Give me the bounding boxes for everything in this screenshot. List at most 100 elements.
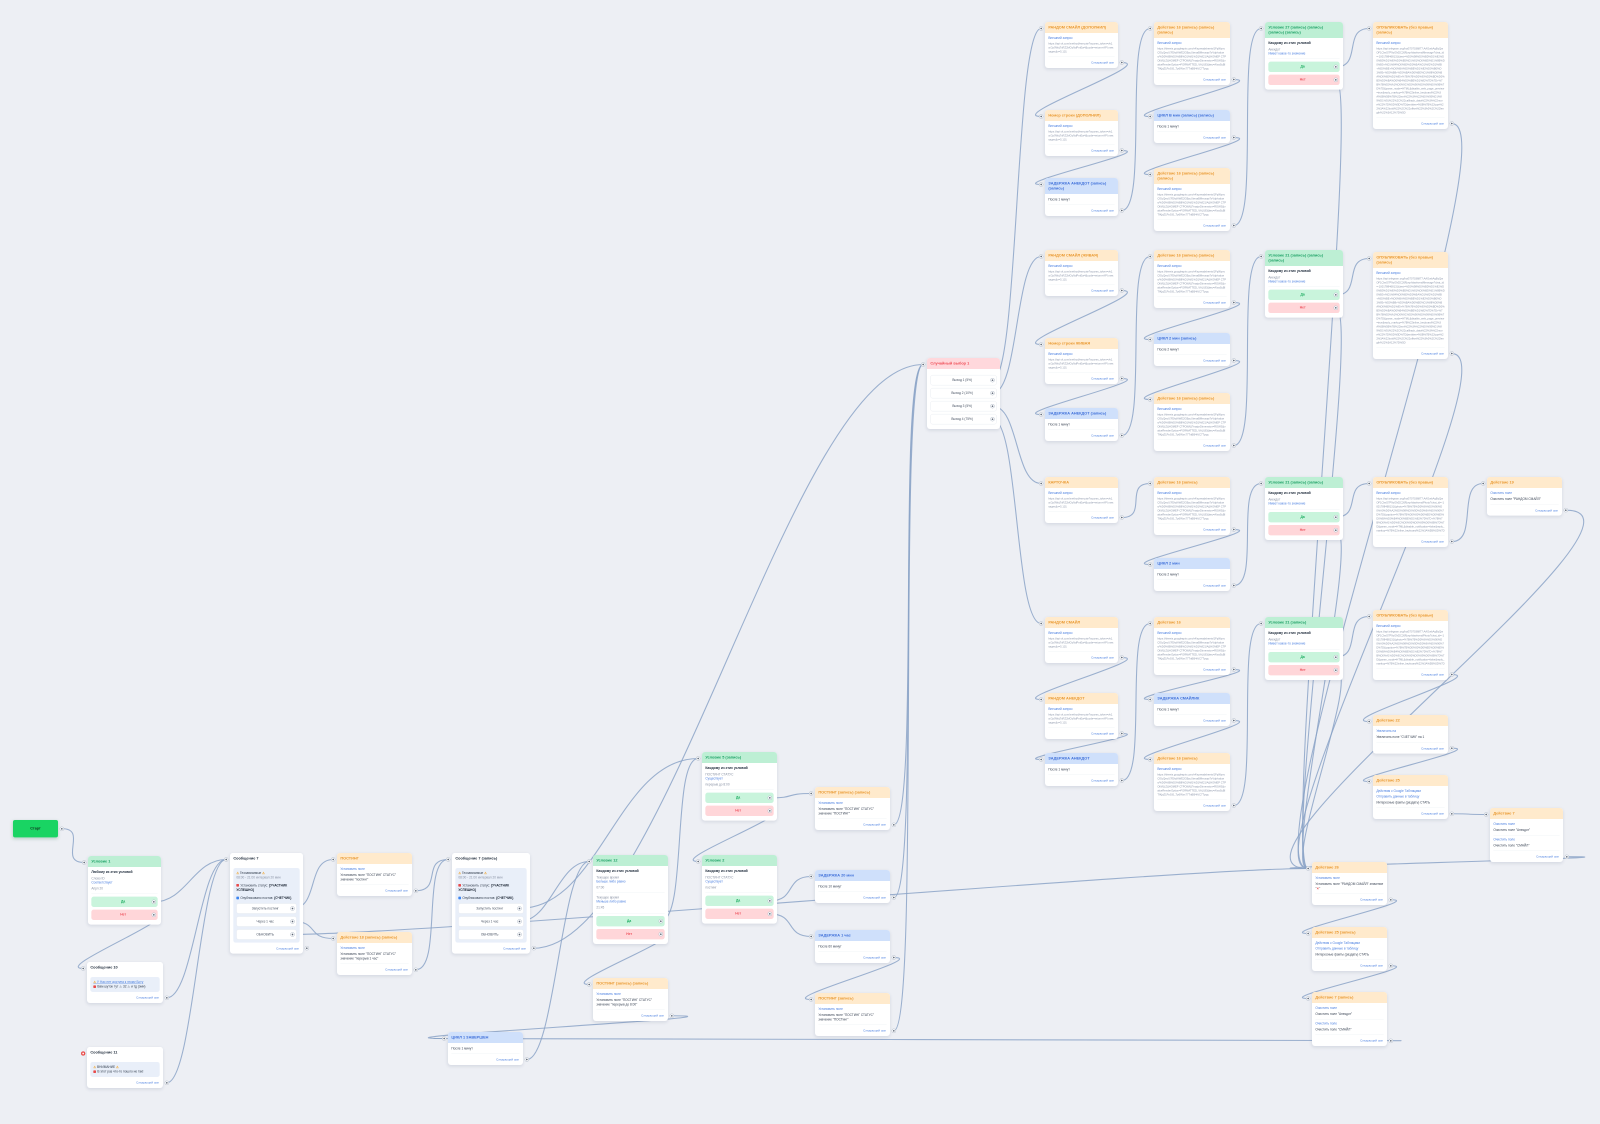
port-next[interactable] xyxy=(1449,351,1454,356)
node-c1[interactable]: Условие 27 (запись) (запись) (запись) (з… xyxy=(1258,21,1343,90)
node-b1[interactable]: Действие 16 (запись) (запись) (запись)Вн… xyxy=(1147,21,1236,85)
port-next[interactable] xyxy=(1231,358,1236,363)
port-next[interactable] xyxy=(1231,803,1236,808)
next-step-link[interactable]: Следующий шаг xyxy=(136,996,159,1000)
external-request-link[interactable]: Внешний запрос xyxy=(1157,264,1182,268)
external-request-link[interactable]: Внешний запрос xyxy=(1157,631,1182,635)
next-step-link[interactable]: Следующий шаг xyxy=(1203,527,1226,532)
port-in[interactable] xyxy=(1147,697,1153,702)
message-button[interactable]: Запустить постинг xyxy=(236,903,297,914)
next-step-link[interactable]: Следующий шаг xyxy=(1203,803,1226,808)
port-in[interactable] xyxy=(1147,114,1153,119)
yes-button[interactable]: Да xyxy=(1268,61,1340,73)
port-yes[interactable] xyxy=(1333,64,1338,70)
next-step-link[interactable]: Следующий шаг xyxy=(276,946,299,950)
next-step-link[interactable]: Следующий шаг xyxy=(863,895,886,900)
message-button[interactable]: ОБНОВИТЬ xyxy=(236,929,297,940)
port-next[interactable] xyxy=(1231,77,1236,82)
port-in[interactable] xyxy=(80,966,86,971)
gsheets-link[interactable]: Действия с Google Таблицами xyxy=(1376,789,1421,793)
action-type-link[interactable]: Установить поле xyxy=(818,1007,843,1011)
next-step-link[interactable]: Следующий шаг xyxy=(1535,508,1558,512)
port-in[interactable] xyxy=(1147,562,1153,567)
port-in[interactable] xyxy=(1147,621,1153,626)
port-no[interactable] xyxy=(767,808,772,814)
next-step-link[interactable]: Следующий шаг xyxy=(641,1014,664,1018)
next-step-link[interactable]: Следующий шаг xyxy=(1091,208,1114,213)
port-yes[interactable] xyxy=(767,795,772,801)
message-button[interactable]: Через 1 час xyxy=(236,916,297,927)
port-next[interactable] xyxy=(1563,508,1568,513)
node-a3[interactable]: ЗАДЕРЖКА АНЕКДОТ (запись) (запись)После … xyxy=(1038,177,1124,216)
port-in[interactable] xyxy=(1366,481,1372,486)
port-in[interactable] xyxy=(1366,26,1372,31)
node-m11[interactable]: Сообщение 11⚠ ВНИМАНИЕ ⚠В этот раз что-т… xyxy=(80,1046,169,1089)
next-step-link[interactable]: Следующий шаг xyxy=(1360,1039,1383,1043)
port-in[interactable] xyxy=(330,936,336,941)
node-m7b[interactable]: Сообщение 7 (запись)⚠ Геозависимые ⚠08:0… xyxy=(445,852,536,954)
port-in[interactable] xyxy=(1038,621,1044,626)
external-request-link[interactable]: Внешний запрос xyxy=(1157,41,1182,45)
port-in[interactable] xyxy=(1258,254,1264,259)
port-next[interactable] xyxy=(413,888,418,893)
next-step-link[interactable]: Следующий шаг xyxy=(1203,300,1226,305)
next-step-link[interactable]: Следующий шаг xyxy=(1091,376,1114,381)
action-type-link[interactable]: Установить поле xyxy=(1315,876,1340,880)
no-button[interactable]: Нет xyxy=(1268,524,1340,536)
action-type-link[interactable]: Установить поле xyxy=(818,801,843,805)
next-step-link[interactable]: Следующий шаг xyxy=(1360,964,1383,968)
port-in[interactable] xyxy=(808,791,814,796)
node-u5[interactable]: Условие 5 (запись)Каждому из этих услови… xyxy=(695,751,777,821)
random-exit-button[interactable]: Выход 4 (75%) xyxy=(930,413,997,425)
message-button[interactable]: Через 1 час xyxy=(458,916,524,927)
next-step-link[interactable]: Следующий шаг xyxy=(1203,223,1226,228)
next-step-link[interactable]: Следующий шаг xyxy=(1421,351,1444,356)
next-step-link[interactable]: Следующий шаг xyxy=(1091,60,1114,65)
port-next[interactable] xyxy=(1231,583,1236,588)
port-no[interactable] xyxy=(1333,305,1338,311)
external-request-link[interactable]: Внешний запрос xyxy=(1048,352,1073,356)
next-step-link[interactable]: Следующий шаг xyxy=(1091,148,1114,153)
port-in[interactable] xyxy=(1483,812,1489,817)
port-in[interactable] xyxy=(1038,342,1044,347)
port-in[interactable] xyxy=(1038,254,1044,259)
message-button[interactable]: ОБНОВИТЬ xyxy=(458,929,524,940)
next-step-link[interactable]: Следующий шаг xyxy=(1203,77,1226,82)
port-in[interactable] xyxy=(80,1051,86,1056)
port-in[interactable] xyxy=(1147,172,1153,177)
yes-button[interactable]: Да xyxy=(705,792,774,804)
next-step-link[interactable]: Следующий шаг xyxy=(1203,718,1226,723)
message-button[interactable]: Запустить постинг xyxy=(458,903,524,914)
port-in[interactable] xyxy=(1305,996,1311,1001)
no-button[interactable]: Нет xyxy=(596,928,665,940)
port-yes[interactable] xyxy=(658,918,663,924)
next-step-link[interactable]: Следующий шаг xyxy=(1421,121,1444,126)
port-in[interactable] xyxy=(441,1036,447,1041)
port-in[interactable] xyxy=(1147,337,1153,342)
port-yes[interactable] xyxy=(1333,654,1338,660)
node-start[interactable]: Старт xyxy=(12,819,64,838)
port-in[interactable] xyxy=(330,857,336,862)
port-in[interactable] xyxy=(223,857,229,862)
action-type-link[interactable]: Очистить поле xyxy=(1490,491,1513,495)
port-next[interactable] xyxy=(1231,718,1236,723)
port-btn2[interactable] xyxy=(290,932,295,937)
port-in[interactable] xyxy=(1305,931,1311,936)
gsheets-link2[interactable]: Отправить данные в таблицу xyxy=(1315,946,1359,951)
port-next[interactable] xyxy=(1449,539,1454,544)
node-pz1[interactable]: ПОСТИНГ (запись) (запись)Установить поле… xyxy=(808,786,896,831)
next-step-link[interactable]: Следующий шаг xyxy=(1091,778,1114,783)
